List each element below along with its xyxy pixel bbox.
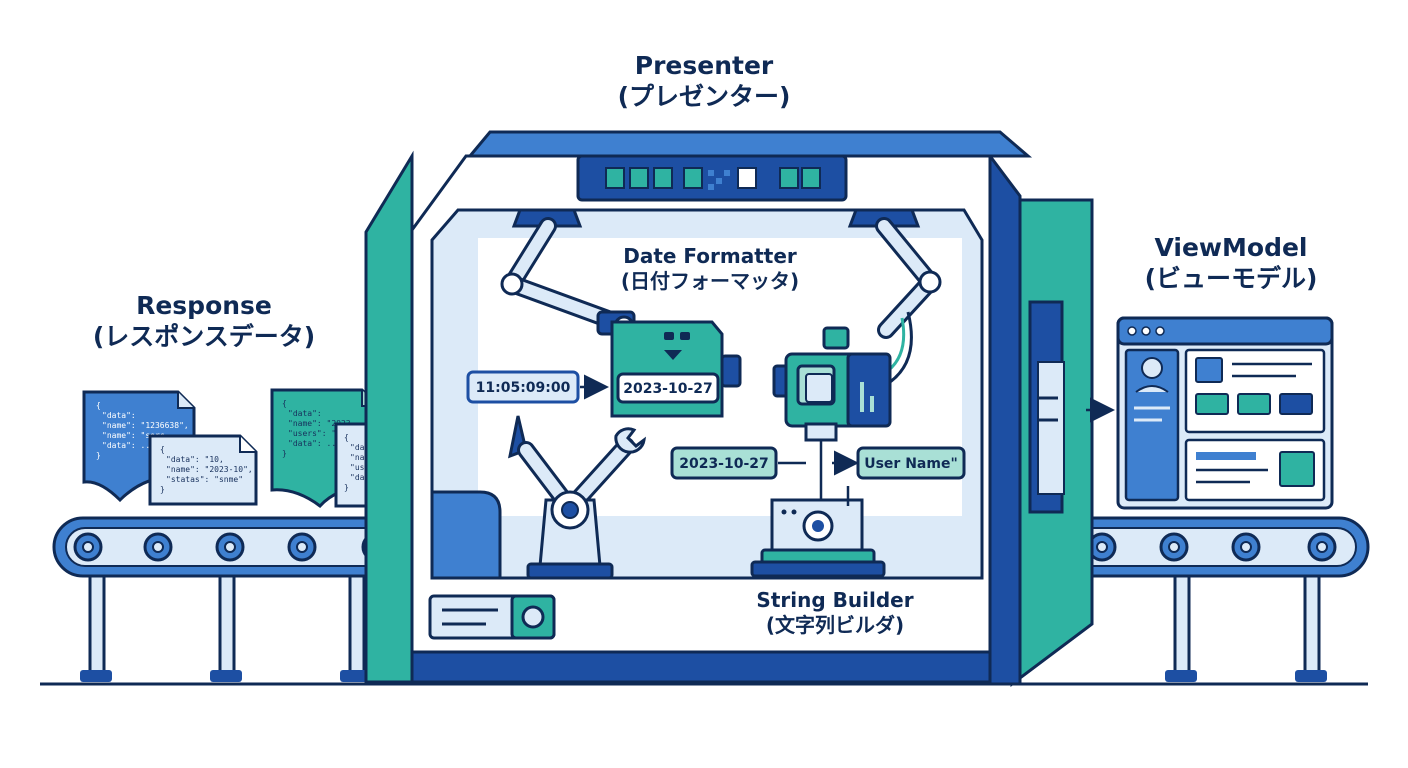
response-title: Response bbox=[136, 291, 272, 320]
panel-light bbox=[801, 167, 821, 189]
panel-pixel bbox=[708, 184, 714, 190]
panel-light bbox=[779, 167, 799, 189]
code-line: } bbox=[344, 483, 349, 492]
robot-arm-wrench bbox=[507, 415, 647, 580]
string-builder-subtitle: (文字列ビルダ) bbox=[765, 613, 905, 637]
panel-light bbox=[629, 167, 649, 189]
left-conveyor bbox=[52, 516, 406, 682]
string-builder-title: String Builder bbox=[756, 588, 914, 612]
code-line: "name": "2023-10", bbox=[166, 465, 253, 474]
user-output-tag: User Name" bbox=[832, 446, 966, 480]
code-line: "name": "2023 bbox=[288, 419, 351, 428]
panel-light bbox=[605, 167, 625, 189]
doc2-code: {"data": "10,"name": "2023-10","statas":… bbox=[160, 445, 253, 494]
viewmodel-subtitle: (ビューモデル) bbox=[1144, 264, 1318, 294]
panel-light bbox=[683, 167, 703, 189]
code-line: "data": "10, bbox=[166, 455, 224, 464]
string-builder-head bbox=[772, 326, 892, 506]
conveyor-roller-hub bbox=[82, 541, 94, 553]
conveyor-roller-hub bbox=[1168, 541, 1180, 553]
conveyor-roller-hub bbox=[296, 541, 308, 553]
code-line: "data": bbox=[288, 409, 322, 418]
date-input-text: 2023-10-27 bbox=[679, 456, 769, 472]
robot-arm-string bbox=[875, 217, 942, 384]
code-line: { bbox=[282, 399, 287, 408]
date-output-tag: 2023-10-27 bbox=[616, 372, 720, 404]
doc3-code: {"data":"name": "2023"users": "20"data":… bbox=[282, 399, 351, 458]
code-line: "statas": "snme" bbox=[166, 475, 243, 484]
code-line: "name": "serc bbox=[102, 431, 165, 440]
code-line: "users": "20 bbox=[288, 429, 346, 438]
date-formatter-subtitle: (日付フォーマッタ) bbox=[620, 269, 800, 293]
date-output-text: 2023-10-27 bbox=[623, 381, 713, 397]
conveyor-roller-hub bbox=[1096, 541, 1108, 553]
viewmodel-label: ViewModel (ビューモデル) bbox=[1126, 232, 1336, 295]
code-line: { bbox=[160, 445, 165, 454]
presenter-subtitle: (プレゼンター) bbox=[617, 82, 791, 112]
panel-light bbox=[653, 167, 673, 189]
code-line: } bbox=[282, 449, 287, 458]
conveyor-roller-hub bbox=[1316, 541, 1328, 553]
panel-pixel bbox=[716, 178, 722, 184]
string-builder-base bbox=[750, 486, 886, 578]
panel-pixel bbox=[708, 170, 714, 176]
presenter-machine bbox=[364, 130, 1094, 687]
doc1-code: {"data":"name": "1236638","name": "serc"… bbox=[96, 401, 189, 460]
string-builder-label: String Builder (文字列ビルダ) bbox=[730, 588, 940, 638]
conveyor-roller-hub bbox=[224, 541, 236, 553]
code-line: "name": "1236638", bbox=[102, 421, 189, 430]
date-formatter-label: Date Formatter (日付フォーマッタ) bbox=[604, 244, 816, 294]
date-formatter-title: Date Formatter bbox=[623, 244, 797, 268]
response-label: Response (レスポンスデータ) bbox=[70, 290, 338, 353]
wrench-icon bbox=[614, 427, 647, 454]
code-line: "data": ... bbox=[102, 441, 155, 450]
code-line: } bbox=[160, 485, 165, 494]
presenter-label: Presenter (プレゼンター) bbox=[604, 50, 804, 113]
user-output-text: User Name" bbox=[864, 456, 958, 472]
code-line: { bbox=[344, 433, 349, 442]
code-line: } bbox=[96, 451, 101, 460]
conveyor-roller-hub bbox=[152, 541, 164, 553]
response-subtitle: (レスポンスデータ) bbox=[92, 322, 316, 352]
panel-light bbox=[737, 167, 757, 189]
time-input-text: 11:05:09:00 bbox=[476, 380, 571, 396]
code-line: "data": ... bbox=[288, 439, 341, 448]
viewmodel-window bbox=[1116, 316, 1334, 510]
code-line: { bbox=[96, 401, 101, 410]
panel-pixel bbox=[724, 170, 730, 176]
viewmodel-title: ViewModel bbox=[1154, 233, 1308, 262]
date-input-tag: 2023-10-27 bbox=[670, 446, 806, 480]
presenter-title: Presenter bbox=[634, 51, 774, 80]
code-line: "data": bbox=[102, 411, 136, 420]
response-doc-2: {"data": "10,"name": "2023-10","statas":… bbox=[148, 434, 258, 506]
conveyor-roller-hub bbox=[1240, 541, 1252, 553]
time-input-tag: 11:05:09:00 bbox=[466, 370, 609, 404]
